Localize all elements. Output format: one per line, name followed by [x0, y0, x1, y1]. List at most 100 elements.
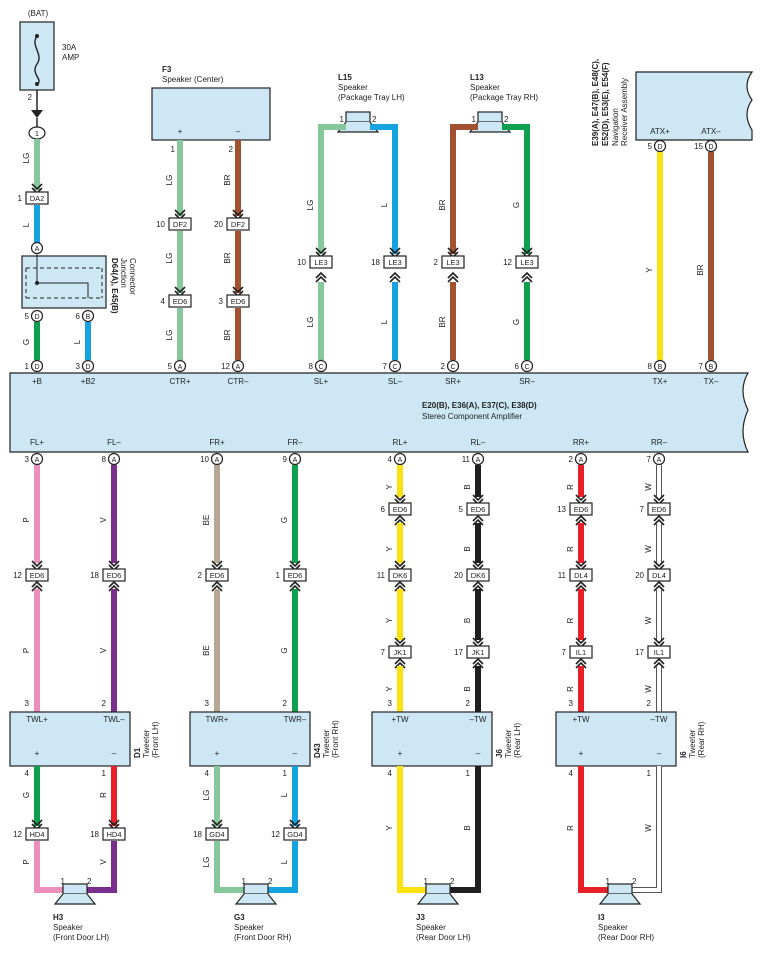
amp-top-pin-label: +B — [32, 377, 42, 386]
connector-pin-number: 3 — [219, 297, 224, 306]
pin-number: 1 — [171, 145, 176, 154]
tweeter-name: Tweeter — [142, 729, 151, 758]
tweeter-pin-label: –TW — [470, 715, 487, 724]
amp-top-pin-label: CTR+ — [169, 377, 190, 386]
inline-connector-name: JK1 — [394, 648, 407, 657]
pin-letter: A — [579, 457, 584, 464]
speaker-magnet — [62, 883, 88, 895]
junction-connector-box — [21, 255, 107, 309]
tweeter-id: D1 — [133, 747, 142, 758]
pin-letter: A — [35, 457, 40, 464]
inline-connector-box — [25, 191, 49, 205]
connector-chevron — [472, 584, 484, 592]
connector-chevron — [174, 286, 186, 294]
speaker-magnet — [477, 111, 503, 123]
pin-number: 1 — [283, 769, 288, 778]
junction-id: D64(A), E45(B) — [110, 258, 119, 314]
door-speaker-id: H3 — [53, 913, 64, 922]
pin-circle — [107, 452, 121, 466]
speaker-cone — [53, 893, 97, 905]
connector-chevron — [31, 183, 43, 191]
inline-connector-name: HD4 — [106, 830, 121, 839]
wire-L — [268, 841, 298, 893]
wire-R — [578, 766, 608, 893]
inline-connector-box — [283, 827, 307, 841]
pin-letter: D — [85, 364, 90, 371]
nav-pin-label: ATX– — [701, 127, 721, 136]
connector-chevron — [575, 494, 587, 502]
connector-chevron — [394, 584, 406, 592]
amp-bottom-pin-label: FL– — [107, 438, 121, 447]
inline-connector-name: IL1 — [576, 648, 586, 657]
nav-name: Navigation — [611, 108, 620, 146]
pin-number: 4 — [388, 455, 393, 464]
connector-pin-number: 5 — [459, 505, 464, 514]
tweeter-pin-label: TWL+ — [26, 715, 48, 724]
connector-chevron — [31, 580, 43, 588]
wire-color-label: B — [463, 484, 472, 489]
speaker-magnet — [243, 883, 269, 895]
wire-color-label: BR — [223, 329, 232, 340]
pin-letter: A — [35, 246, 40, 253]
connector-chevron — [472, 560, 484, 568]
inline-connector-box — [383, 255, 407, 269]
wire-Y — [397, 766, 426, 893]
tweeter-name: (Front RH) — [331, 720, 340, 758]
connector-pin-number: 6 — [381, 505, 386, 514]
connector-chevron — [232, 209, 244, 217]
inline-connector-box — [168, 294, 192, 308]
tweeter-pin-label: –TW — [651, 715, 668, 724]
connector-chevron — [447, 275, 459, 283]
wire-color-label: LG — [306, 317, 315, 328]
pin-number: 6 — [515, 362, 520, 371]
connector-chevron — [211, 560, 223, 568]
pin-number: 3 — [205, 699, 210, 708]
pin-number: 1 — [25, 362, 30, 371]
pin-letter: B — [709, 364, 714, 371]
tweeter-name: (Front LH) — [151, 721, 160, 758]
junction-name: Junction — [119, 258, 128, 288]
inline-connector-name: DL4 — [574, 571, 588, 580]
pin-circle — [30, 359, 44, 373]
pin-number: 2 — [268, 877, 273, 886]
wire-color-label: L — [22, 222, 31, 227]
connector-chevron — [472, 661, 484, 669]
nav-ids: E52(D), E53(E), E54(F) — [601, 62, 610, 146]
pin-number: 2 — [102, 699, 107, 708]
inline-connector-name: ED6 — [471, 505, 486, 514]
wire-color-label: LG — [165, 253, 174, 264]
speaker-cone — [598, 893, 642, 905]
tweeter-name: (Rear RH) — [697, 721, 706, 758]
connector-chevron — [108, 819, 120, 827]
pin-number: 2 — [372, 115, 377, 124]
amp-bottom-pin-label: RR+ — [573, 438, 590, 447]
speaker-magnet — [425, 883, 451, 895]
pin-circle — [471, 452, 485, 466]
connector-chevron — [521, 247, 533, 255]
pin-circle — [653, 359, 667, 373]
inline-connector-name: DL4 — [652, 571, 666, 580]
door-speaker-icon — [53, 883, 97, 905]
pin-number: 2 — [28, 93, 33, 102]
wire-LG — [318, 124, 346, 254]
pin-number: 1 — [340, 115, 345, 124]
connector-pin-number: 11 — [377, 571, 386, 580]
inline-connector-name: ED6 — [210, 571, 225, 580]
connector-chevron — [289, 560, 301, 568]
pin-letter: A — [657, 457, 662, 464]
inline-connector-name: IL1 — [654, 648, 664, 657]
door-speaker-icon — [234, 883, 278, 905]
tray-speaker-id: L13 — [470, 73, 484, 82]
pin-circle — [30, 241, 44, 255]
fuse-unit: AMP — [62, 53, 79, 62]
connector-pin-number: 1 — [18, 194, 23, 203]
connector-chevron — [174, 209, 186, 217]
connector-chevron — [394, 580, 406, 588]
pin-circle — [388, 359, 402, 373]
door-speaker-name: (Rear Door RH) — [598, 933, 654, 942]
connector-pin-number: 12 — [13, 571, 22, 580]
fuse-rating: 30A — [62, 43, 77, 52]
polarity-minus: – — [657, 749, 662, 758]
inline-connector-name: DA2 — [30, 194, 45, 203]
polarity-minus: – — [476, 749, 481, 758]
